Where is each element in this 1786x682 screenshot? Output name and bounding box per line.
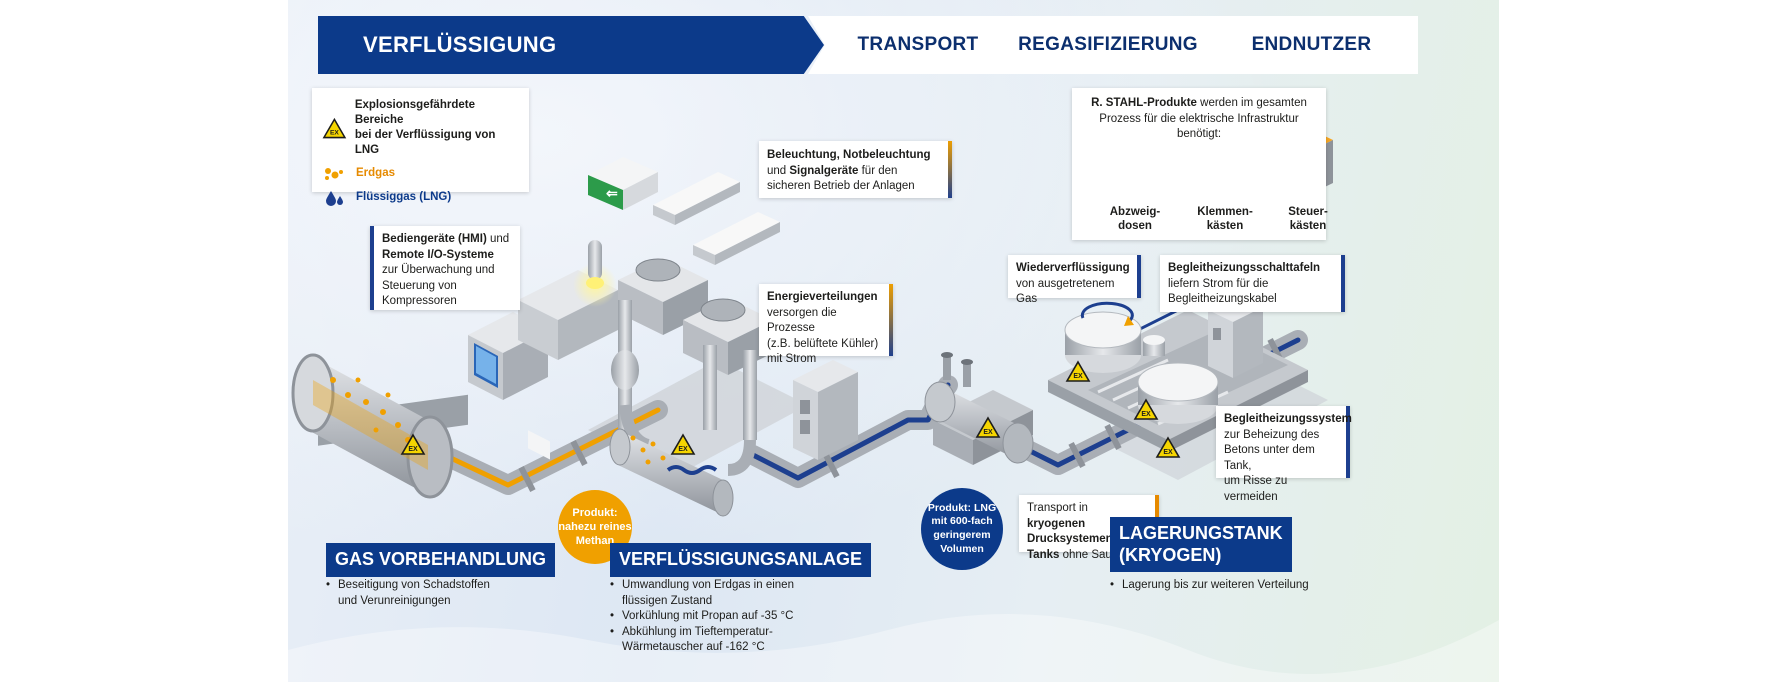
energy-t1: versorgen die Prozesse xyxy=(767,306,837,335)
reliq-b1: Wiederverflüssigung xyxy=(1016,262,1130,274)
panel-t1: liefern Strom für die xyxy=(1168,277,1269,290)
transport-t1: Transport in xyxy=(1027,502,1088,514)
hmi-info-box: Bediengeräte (HMI) und Remote I/O-System… xyxy=(370,226,520,310)
section-liq-bullets: Umwandlung von Erdgas in einen flüssigen… xyxy=(610,578,794,656)
heat-exchanger xyxy=(609,428,734,517)
light-t3: sicheren Betrieb der Anlagen xyxy=(767,180,915,193)
energy-t3: mit Strom xyxy=(767,353,817,366)
heat-t2: Betons unter dem Tank, xyxy=(1224,444,1315,472)
product-junction-box-label: Abzweig-dosen xyxy=(1109,206,1161,233)
section-tank-title: LAGERUNGSTANK (KRYOGEN) xyxy=(1110,517,1292,573)
infographic-canvas: VERFLÜSSIGUNG TRANSPORT REGASIFIZIERUNG … xyxy=(288,0,1499,682)
energy-info-box: Energieverteilungen versorgen die Prozes… xyxy=(759,284,893,365)
erdgas-dots-icon xyxy=(325,167,343,180)
fluessiggas-drops-icon xyxy=(326,190,343,206)
products-b1: R. STAHL-Produkte xyxy=(1091,97,1197,109)
panel-b1: Begleitheizungsschalttafeln xyxy=(1168,262,1321,274)
legend-title-line2: bei der Verflüssigung von LNG xyxy=(354,128,496,156)
section-tank-bullets: Lagerung bis zur weiteren Verteilung xyxy=(1110,578,1309,594)
section-liq-title: VERFLÜSSIGUNGSANLAGE xyxy=(610,543,872,577)
light-t1: und xyxy=(767,164,790,177)
pretreatment-drum xyxy=(291,353,468,499)
products-box: R. STAHL-Produkte werden im gesamten Pro… xyxy=(1072,88,1326,240)
light-b2: Signalgeräte xyxy=(789,164,859,177)
hmi-t3: Steuerung von xyxy=(382,279,457,292)
energy-b1: Energieverteilungen xyxy=(767,291,878,303)
hmi-b2: Remote I/O-Systeme xyxy=(382,248,494,261)
svg-text:⇐: ⇐ xyxy=(606,185,618,201)
exit-sign: ⇐ xyxy=(588,157,658,210)
panel-t2: Begleitheizungskabel xyxy=(1168,293,1277,306)
product-terminal-box-label: Klemmen-kästen xyxy=(1197,206,1253,233)
heat-panel-box: Begleitheizungsschalttafeln liefern Stro… xyxy=(1160,255,1345,312)
reliq-t1: von ausgetretenem Gas xyxy=(1016,277,1115,306)
light-t2: für den xyxy=(858,164,898,177)
heat-system-box: Begleitheizungssystem zur Beheizung des … xyxy=(1216,406,1352,503)
step-verfluessigung[interactable]: VERFLÜSSIGUNG xyxy=(318,16,824,74)
ex-warning-icon: EX xyxy=(322,117,347,139)
reliquefaction-box: Wiederverflüssigung von ausgetretenem Ga… xyxy=(1008,255,1141,305)
svg-text:EX: EX xyxy=(330,130,339,137)
transport-b1: kryogenen xyxy=(1027,517,1086,530)
step-endnutzer[interactable]: ENDNUTZER xyxy=(1185,16,1418,74)
energy-cabinet xyxy=(793,360,858,460)
legend: EX Explosionsgefährdete Bereiche bei der… xyxy=(312,88,529,206)
cooler-units xyxy=(611,258,773,476)
products-t2: Prozess für die elektrische Infrastruktu… xyxy=(1099,112,1299,141)
legend-erdgas: Erdgas xyxy=(356,166,395,179)
legend-title-line1: Explosionsgefährdete Bereiche xyxy=(354,99,475,126)
heat-b1: Begleitheizungssystem xyxy=(1224,413,1352,425)
section-gas-bullets: Beseitigung von Schadstoffen und Verunre… xyxy=(326,578,490,609)
heat-t3: um Risse zu vermeiden xyxy=(1224,475,1288,503)
tank-title-line2: (KRYOGEN) xyxy=(1119,544,1222,565)
step-transport[interactable]: TRANSPORT xyxy=(808,16,1018,74)
light-b1: Beleuchtung, Notbeleuchtung xyxy=(767,149,931,161)
product-control-box-label: Steuer-kästen xyxy=(1288,206,1328,233)
tank-title-line1: LAGERUNGSTANK xyxy=(1119,523,1283,543)
transport-tank xyxy=(924,352,1034,465)
hmi-t1: und xyxy=(486,233,510,245)
hmi-t4: Kompressoren xyxy=(382,295,457,308)
lighting-info-box: Beleuchtung, Notbeleuchtung und Signalge… xyxy=(759,141,952,198)
section-gas-title: GAS VORBEHANDLUNG xyxy=(326,543,556,577)
energy-t2: (z.B. belüftete Kühler) xyxy=(767,337,879,350)
hmi-t2: zur Überwachung und xyxy=(382,264,495,277)
heat-t1: zur Beheizung des xyxy=(1224,428,1320,441)
hmi-b1: Bediengeräte (HMI) xyxy=(382,233,487,245)
products-t1: werden im gesamten xyxy=(1196,97,1307,109)
ceiling-lamps xyxy=(653,172,780,265)
transport-b3: Tanks xyxy=(1027,548,1060,561)
step-regasifizierung[interactable]: REGASIFIZIERUNG xyxy=(990,16,1214,74)
legend-fluessiggas: Flüssiggas (LNG) xyxy=(356,190,452,203)
